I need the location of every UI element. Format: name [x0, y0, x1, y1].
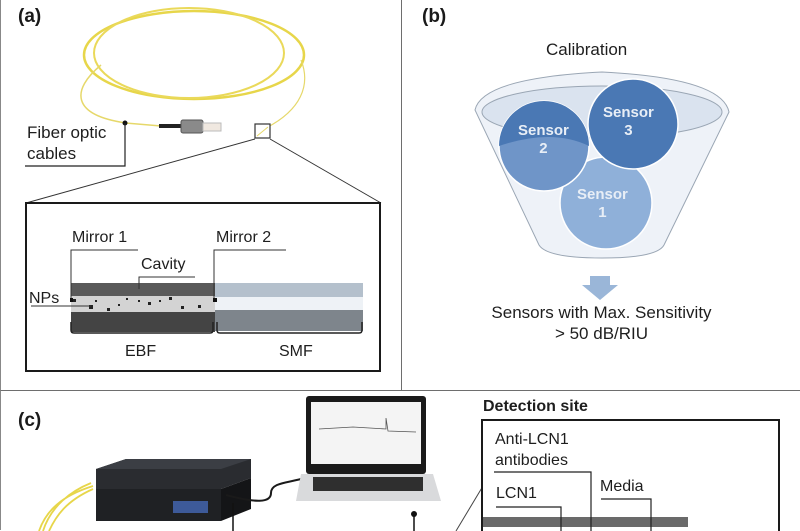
detection-site-box [481, 419, 780, 531]
calibration-title: Calibration [546, 40, 628, 59]
fiber-coil-outer [82, 9, 306, 101]
setup-illustration [38, 396, 780, 531]
antibody-line2: antibodies [495, 452, 568, 469]
detection-site-title: Detection site [483, 398, 588, 415]
lcn1-label: LCN1 [496, 485, 537, 502]
fc-ferrule [202, 122, 222, 132]
mirror2-marker [213, 298, 217, 302]
panel-c-setup: (c) Detection sit [0, 390, 800, 531]
smf-brace [216, 322, 363, 334]
smf-label: SMF [279, 343, 313, 360]
cavity-label: Cavity [141, 256, 186, 273]
laptop-keyboard [313, 477, 423, 491]
smf-bottom-cladding [215, 310, 363, 331]
panel-a-fiber-sensor: (a) [0, 0, 402, 391]
smf-core [215, 297, 363, 312]
fiber-bundle [38, 482, 94, 531]
lcn1-leader [496, 506, 562, 531]
ebf-bottom-cladding [71, 310, 215, 332]
mirror2-label: Mirror 2 [216, 229, 272, 246]
fiber-label-leader [25, 123, 126, 167]
mirror1-leader [70, 249, 138, 298]
fiber-coil-inner [93, 7, 285, 99]
usb-cable [225, 478, 302, 502]
nanoparticles [73, 297, 201, 311]
interrogator-device [96, 459, 251, 521]
mirror1-marker [70, 298, 73, 302]
fiber-label-line1: Fiber optic [27, 123, 107, 142]
fiber-lead-right [265, 59, 306, 129]
ebf-top-cladding [71, 283, 215, 299]
calibration-funnel-diagram [474, 71, 730, 300]
smf-top-cladding [215, 283, 363, 297]
ebf-brace [70, 322, 214, 334]
zoom-line-left [25, 138, 256, 204]
media-label: Media [600, 478, 644, 495]
fiber-lead-left [80, 64, 162, 127]
laptop [296, 396, 441, 501]
fc-connector [180, 119, 204, 134]
ebf-label: EBF [125, 343, 157, 360]
cavity-leader [138, 276, 195, 289]
detection-fiber [483, 517, 688, 527]
sensor-3-circle [587, 78, 679, 170]
result-line2: > 50 dB/RIU [554, 324, 649, 343]
fiber-label: Fiber optic cables [27, 122, 106, 164]
nps-label: NPs [29, 290, 60, 307]
result-line1: Sensors with Max. Sensitivity [491, 303, 712, 322]
mirror1-label: Mirror 1 [72, 229, 128, 246]
antibody-label: Anti-LCN1 antibodies [495, 429, 569, 471]
media-leader [601, 498, 652, 531]
panel-a-label: (a) [18, 6, 42, 27]
panel-c-label: (c) [18, 410, 42, 431]
fiber-boot [159, 124, 184, 128]
panel-b-label: (b) [422, 6, 447, 27]
mirror2-leader [213, 249, 286, 298]
antibody-leader [494, 471, 592, 531]
fiber-illustration [25, 7, 382, 372]
zoom-line-right [269, 138, 382, 204]
laptop-screen [311, 402, 421, 464]
antibody-line1: Anti-LCN1 [495, 431, 569, 448]
result-arrow [582, 276, 618, 300]
fiber-label-line2: cables [27, 144, 77, 163]
result-text: Sensors with Max. Sensitivity > 50 dB/RI… [402, 302, 800, 344]
detection-zoom-line [455, 485, 484, 531]
device-display [173, 501, 208, 513]
